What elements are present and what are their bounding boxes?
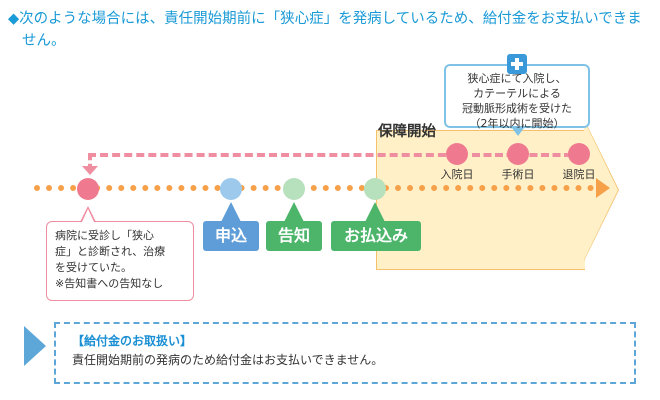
coverage-start-label: 保障開始: [378, 124, 436, 140]
surgery-label: 手術日: [501, 168, 535, 181]
heading-line-1: ◆次のような場合には、責任開始期前に「狭心症」を発病しているため、給付金をお支払…: [8, 11, 642, 27]
surgery-dot: [507, 143, 529, 165]
discharge-label: 退院日: [562, 168, 596, 181]
timeline-line: [34, 185, 594, 191]
illness-line-2: 症」と診断され、治療: [55, 245, 166, 258]
admission-dot: [446, 143, 468, 165]
timeline-arrowhead: [596, 178, 610, 198]
treatment-box-pointer: [512, 128, 524, 136]
note-body: 責任開始期前の発病のため給付金はお支払いできません。: [72, 353, 384, 367]
heading-line-2: せん。: [22, 33, 66, 49]
application-tag: 申込: [203, 221, 259, 251]
application-up-arrow: [221, 202, 241, 222]
illness-info-box: 病院に受診し「狭心 症」と診断され、治療 を受けていた。 ※告知書への告知なし: [46, 221, 194, 301]
illness-line-3: を受けていた。: [55, 261, 132, 274]
note-title: 【給付金のお取扱い】: [72, 334, 193, 348]
medical-cross-icon: [507, 54, 527, 74]
treatment-line-3: 冠動脈形成術を受けた: [462, 102, 572, 115]
payment-tag: お払込み: [331, 221, 421, 251]
illness-line-4: ※告知書への告知なし: [55, 277, 164, 290]
discharge-dot: [568, 143, 590, 165]
benefit-note-box: 【給付金のお取扱い】 責任開始期前の発病のため給付金はお支払いできません。: [54, 322, 636, 384]
disclosure-up-arrow: [284, 202, 304, 222]
disclosure-dot: [283, 178, 305, 200]
illness-box-pointer-inner: [82, 209, 94, 222]
payment-up-arrow: [365, 202, 385, 222]
treatment-line-2: カテーテルによる: [473, 87, 561, 100]
application-dot: [220, 178, 242, 200]
illness-onset-dot: [77, 178, 99, 200]
illness-line-1: 病院に受診し「狭心: [55, 229, 154, 242]
treatment-line-4: （2年以内に開始）: [469, 117, 565, 130]
admission-label: 入院日: [440, 168, 474, 181]
payment-dot: [364, 178, 386, 200]
pink-connector-line: [88, 153, 458, 157]
pink-connector-drop: [88, 153, 92, 171]
treatment-info-box: 狭心症にて入院し、 カテーテルによる 冠動脈形成術を受けた （2年以内に開始）: [444, 64, 590, 130]
disclosure-tag: 告知: [266, 221, 322, 251]
pink-connector-arrowhead: [82, 166, 98, 175]
note-arrow-icon: [24, 326, 46, 366]
page-heading: ◆次のような場合には、責任開始期前に「狭心症」を発病しているため、給付金をお支払…: [8, 8, 648, 52]
treatment-line-1: 狭心症にて入院し、: [467, 72, 567, 85]
